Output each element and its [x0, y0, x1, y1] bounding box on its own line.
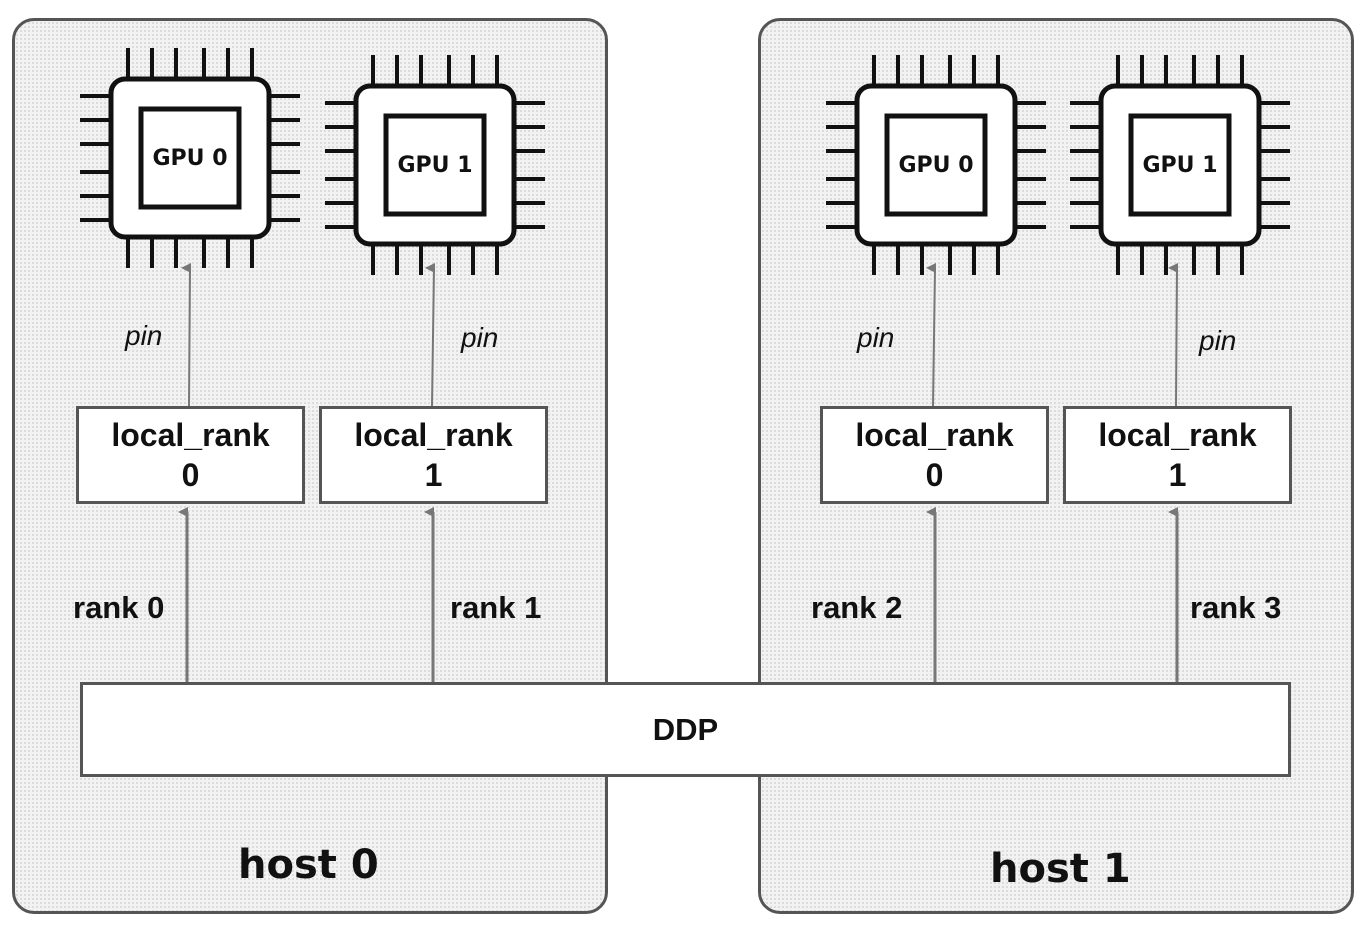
chip-die	[884, 113, 988, 217]
gpu-chip: GPU 1	[325, 55, 545, 275]
gpu-chip: GPU 0	[80, 48, 300, 268]
pin-label: pin	[1199, 325, 1237, 356]
local-rank-title: local_rank	[111, 417, 270, 453]
local-rank-box: local_rank 0	[76, 406, 305, 504]
gpu-label: GPU 1	[397, 152, 473, 178]
local-rank-value: 0	[925, 457, 944, 493]
local-rank-box: local_rank 1	[1063, 406, 1292, 504]
local-rank-title: local_rank	[1098, 417, 1257, 453]
ddp-box: DDP	[80, 682, 1291, 777]
local-rank-value: 1	[1168, 457, 1187, 493]
rank-label: rank 3	[1190, 590, 1282, 625]
chip-die	[138, 106, 242, 210]
gpu-label: GPU 0	[898, 152, 974, 178]
local-rank-box: local_rank 1	[319, 406, 548, 504]
chip-icon	[1070, 55, 1290, 275]
chip-icon	[826, 55, 1046, 275]
local-rank-title: local_rank	[354, 417, 513, 453]
local-rank-box: local_rank 0	[820, 406, 1049, 504]
local-rank-title: local_rank	[855, 417, 1014, 453]
pin-label: pin	[461, 322, 499, 353]
ddp-label: DDP	[652, 711, 719, 747]
chip-icon	[80, 48, 300, 268]
pin-label: pin	[857, 322, 895, 353]
chip-die	[383, 113, 487, 217]
gpu-chip: GPU 1	[1070, 55, 1290, 275]
local-rank-value: 1	[424, 457, 443, 493]
host-0-label: host 0	[238, 842, 379, 888]
chip-die	[1128, 113, 1232, 217]
rank-label: rank 2	[811, 590, 903, 625]
chip-icon	[325, 55, 545, 275]
rank-label: rank 0	[73, 590, 165, 625]
gpu-chip: GPU 0	[826, 55, 1046, 275]
pin-label: pin	[125, 320, 163, 351]
local-rank-value: 0	[181, 457, 200, 493]
gpu-label: GPU 0	[152, 145, 228, 171]
host-1-label: host 1	[990, 846, 1131, 892]
gpu-label: GPU 1	[1142, 152, 1218, 178]
rank-label: rank 1	[450, 590, 542, 625]
